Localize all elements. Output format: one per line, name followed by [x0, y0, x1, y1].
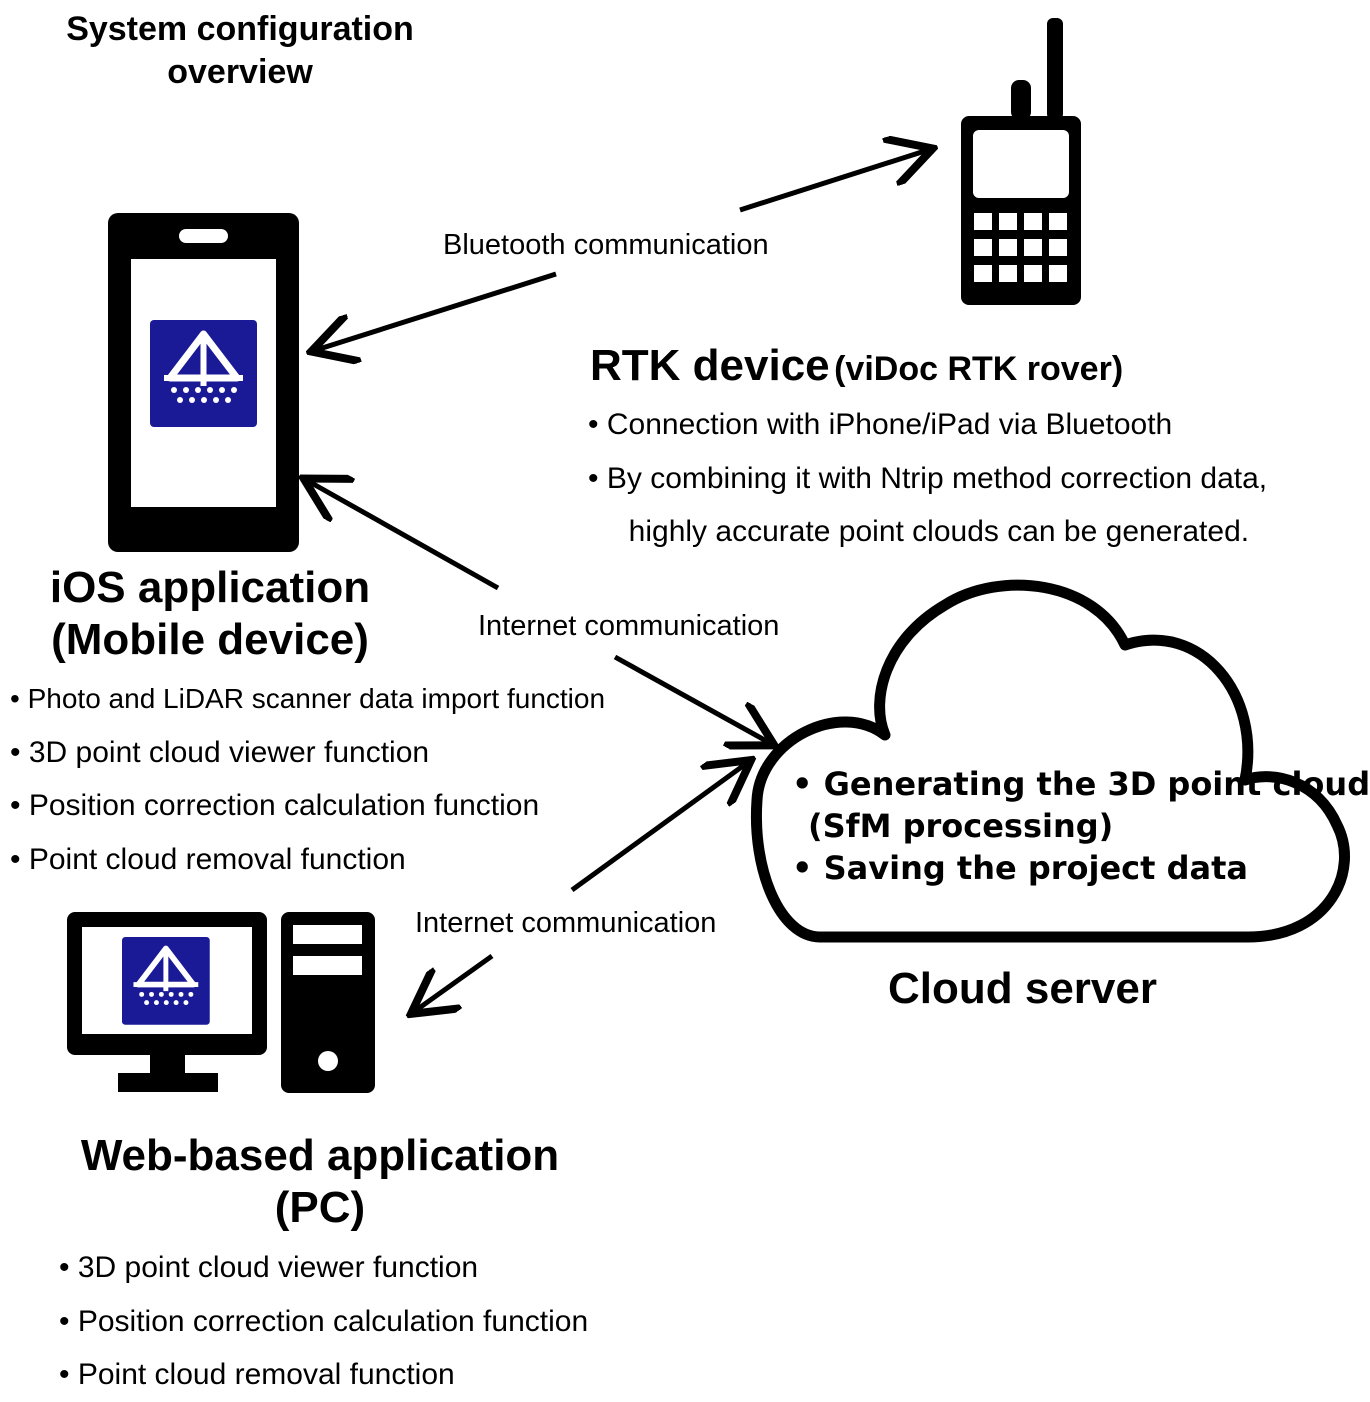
list-item: Connection with iPhone/iPad via Bluetoot… [588, 398, 1267, 452]
list-item: Position correction calculation function [59, 1295, 588, 1349]
page-title: System configuration overview [40, 8, 440, 94]
internet-link-mobile [308, 481, 770, 743]
list-item: Photo and LiDAR scanner data import func… [10, 672, 605, 726]
page-title-line: System configuration [66, 10, 414, 48]
web-heading-line: (PC) [274, 1183, 366, 1232]
bluetooth-link [316, 150, 928, 350]
list-item-continuation: (SfM processing) [808, 807, 1114, 845]
ios-heading-line: iOS application [49, 563, 371, 612]
rtk-heading-sub: (viDoc RTK rover) [834, 350, 1124, 388]
desktop-pc-icon [67, 912, 375, 1093]
list-item-text: highly accurate point clouds can be gene… [628, 515, 1250, 548]
list-item: 3D point cloud viewer function [10, 726, 605, 780]
list-item: Generating the 3D point cloud [792, 763, 1370, 805]
cloud-server-label: Cloud server [888, 964, 1157, 1013]
list-item: By combining it with Ntrip method correc… [588, 452, 1267, 506]
list-item: Point cloud removal function [10, 833, 605, 887]
bluetooth-label: Bluetooth communication [439, 227, 773, 263]
cloud-feature-list: Generating the 3D point cloud (SfM proce… [792, 763, 1370, 889]
rtk-feature-list: Connection with iPhone/iPad via Bluetoot… [588, 398, 1267, 559]
ios-heading-line: (Mobile device) [51, 615, 369, 664]
list-item: Position correction calculation function [10, 779, 605, 833]
ios-heading: iOS application (Mobile device) [0, 562, 420, 666]
list-item: Saving the project data [792, 847, 1370, 889]
web-heading: Web-based application (PC) [20, 1130, 620, 1234]
rtk-heading: RTK device (viDoc RTK rover) [590, 340, 1123, 392]
smartphone-icon [108, 213, 299, 552]
ios-feature-list: Photo and LiDAR scanner data import func… [10, 672, 605, 886]
walkie-talkie-icon [961, 18, 1081, 305]
page-title-line: overview [167, 53, 313, 91]
list-item: 3D point cloud viewer function [59, 1241, 588, 1295]
list-item: Point cloud removal function [59, 1348, 588, 1402]
internet-pc-label: Internet communication [411, 905, 721, 941]
internet-mobile-label: Internet communication [474, 608, 784, 644]
web-feature-list: 3D point cloud viewer function Position … [59, 1241, 588, 1402]
web-heading-line: Web-based application [80, 1131, 560, 1180]
rtk-heading-main: RTK device [590, 341, 830, 390]
list-item-continuation: highly accurate point clouds can be gene… [588, 505, 1267, 559]
